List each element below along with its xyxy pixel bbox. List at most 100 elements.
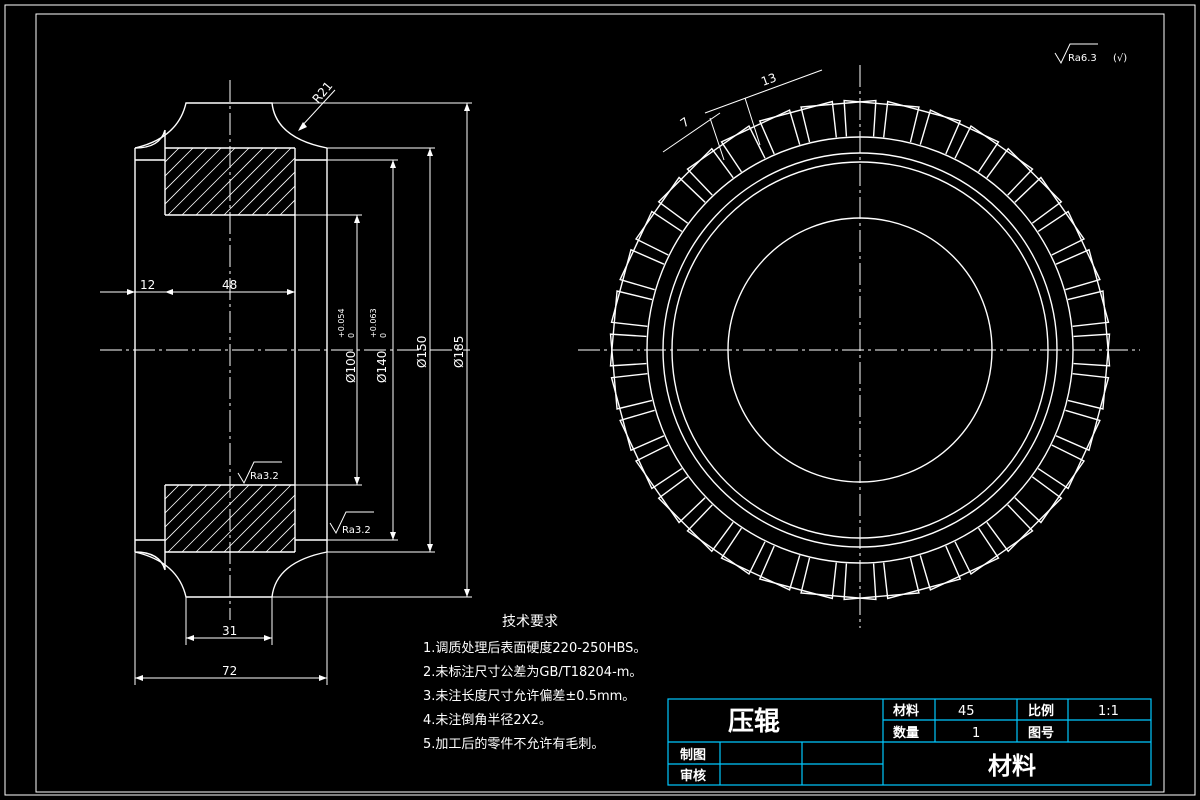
roughness-symbol-bore — [237, 461, 282, 485]
arrow — [319, 675, 327, 681]
arrow — [127, 289, 135, 295]
hatch-line — [165, 148, 180, 163]
quantity-label: 数量 — [893, 725, 919, 741]
tooth — [1037, 409, 1101, 490]
drawn-label: 制图 — [680, 747, 706, 763]
hatch-line — [165, 148, 208, 191]
dim-d185: Ø185 — [452, 336, 466, 368]
bore-circle — [727, 217, 993, 483]
tooth — [843, 557, 920, 601]
arrow — [287, 289, 295, 295]
circle-d150 — [662, 152, 1058, 548]
hatch-line — [251, 171, 295, 215]
groove-bottom — [134, 551, 328, 598]
hatch-line — [167, 485, 236, 552]
material-big: 材料 — [988, 752, 1036, 780]
dim-d140-tol-upper: +0.063 — [369, 308, 378, 338]
tooth — [1067, 333, 1111, 410]
hatch-line — [167, 148, 236, 215]
tooth — [1067, 290, 1111, 367]
arrow — [354, 477, 360, 485]
hatch-line — [322, 148, 389, 215]
tooth — [720, 527, 801, 591]
dim-d140-tol-lower: 0 — [379, 333, 388, 338]
tooth — [954, 504, 1034, 576]
tech-req-item-3: 3.未注长度尺寸允许偏差±0.5mm。 — [423, 688, 635, 704]
hatch-line — [322, 485, 389, 552]
arrow — [427, 544, 433, 552]
tooth — [843, 99, 920, 143]
ext-line — [744, 97, 761, 146]
hatch-line — [251, 508, 295, 552]
arrow — [354, 215, 360, 223]
arrow — [135, 675, 143, 681]
hatch-line — [308, 485, 375, 552]
tooth — [609, 290, 653, 367]
teeth-ring — [609, 99, 1111, 601]
section-view: R21 12 48 31 72 Ø100 +0.054 0 — [100, 79, 472, 685]
arrow — [390, 160, 396, 168]
arrow — [390, 532, 396, 540]
front-view: 13 7 — [578, 65, 1140, 628]
technical-requirements: 技术要求 1.调质处理后表面硬度220-250HBS。 2.未标注尺寸公差为GB… — [423, 614, 646, 752]
dim-d100: Ø100 — [344, 351, 358, 383]
tech-req-item-5: 5.加工后的零件不允许有毛刺。 — [423, 736, 604, 752]
tooth — [1037, 210, 1101, 291]
general-roughness-suffix: (√) — [1113, 53, 1127, 64]
hatch-line — [265, 522, 295, 552]
radius-label: R21 — [310, 79, 336, 106]
tech-req-item-1: 1.调质处理后表面硬度220-250HBS。 — [423, 640, 646, 656]
roughness-face: Ra3.2 — [342, 525, 371, 536]
hatch-line — [165, 148, 166, 149]
hatch-line — [223, 148, 292, 215]
tooth — [720, 109, 801, 173]
tooth — [609, 333, 653, 410]
dim-d140: Ø140 — [375, 351, 389, 383]
tooth — [619, 409, 683, 490]
arrow — [186, 635, 194, 641]
groove-top — [134, 102, 328, 149]
scale-value: 1:1 — [1098, 704, 1119, 719]
arrow — [264, 635, 272, 641]
tooth — [883, 100, 962, 155]
hatch-line — [279, 536, 295, 552]
tooth — [758, 545, 837, 600]
tech-req-item-4: 4.未注倒角半径2X2。 — [423, 713, 552, 728]
hatch-line — [308, 148, 375, 215]
tech-req-title: 技术要求 — [502, 614, 558, 630]
hatch-line — [237, 494, 295, 552]
radius-arrow — [298, 122, 307, 131]
hatch-line — [181, 148, 250, 215]
dim-d150: Ø150 — [415, 336, 429, 368]
tooth — [610, 248, 665, 327]
dim-slot-7: 7 — [678, 115, 692, 131]
tooth — [610, 373, 665, 452]
dim-31: 31 — [222, 624, 237, 638]
tooth — [986, 476, 1063, 553]
outer-frame — [4, 4, 1196, 796]
arrow — [165, 289, 173, 295]
radius-leader — [299, 89, 336, 129]
tooth — [686, 124, 766, 196]
hatch-line — [165, 148, 194, 177]
tooth — [919, 527, 1000, 591]
general-roughness-symbol — [1054, 43, 1098, 65]
hatch-line — [279, 199, 295, 215]
tooth — [657, 147, 734, 224]
hatch-line — [350, 485, 417, 552]
tooth — [800, 557, 877, 601]
hatch-line — [165, 485, 166, 486]
tooth — [1014, 444, 1086, 524]
tooth — [1055, 373, 1110, 452]
quantity-value: 1 — [972, 726, 980, 741]
hatch-top — [165, 148, 389, 215]
hatch-bottom — [165, 485, 417, 552]
dim-d100-tol-lower: 0 — [347, 333, 356, 338]
hatch-line — [209, 148, 278, 215]
tooth — [954, 124, 1034, 196]
hatch-line — [181, 485, 250, 552]
dim-d100-tol-upper: +0.054 — [337, 308, 346, 338]
dim-tooth-13: 13 — [759, 70, 778, 88]
arrow — [464, 103, 470, 111]
roughness-symbol-face — [329, 511, 374, 535]
